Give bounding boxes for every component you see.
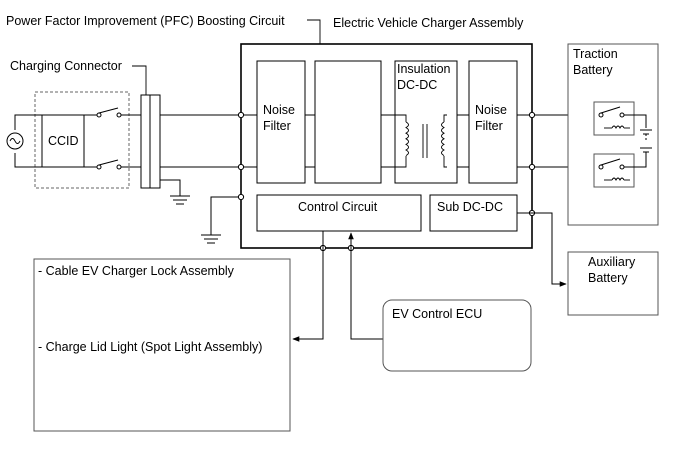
connector-ground-icon: [170, 195, 190, 205]
insulation-line1: Insulation: [397, 62, 451, 76]
assembly-ground-wire: [210, 196, 241, 235]
noise-filter-2-box: [468, 60, 518, 184]
traction-battery-line1: Traction: [573, 47, 618, 61]
traction-relay-top-icon: [593, 101, 640, 136]
charging-connector-label: Charging Connector: [10, 59, 122, 73]
connector-leader-line: [132, 65, 147, 95]
ecu-signal-wire: [350, 248, 383, 340]
sub-dcdc-box: [429, 194, 518, 232]
control-circuit-box: [256, 194, 422, 232]
cable-lock-label: - Cable EV Charger Lock Assembly: [38, 264, 235, 278]
control-circuit-label: Control Circuit: [298, 200, 378, 214]
ccid-box: [41, 114, 85, 168]
ccid-dashed-box: [34, 91, 130, 189]
ccid-relay-top-icon: [84, 107, 141, 118]
noise-filter-1-line2: Filter: [263, 119, 291, 133]
ev-control-ecu-label: EV Control ECU: [392, 307, 482, 321]
ccid-relay-bottom-icon: [84, 159, 141, 170]
insulation-line2: DC-DC: [397, 78, 437, 92]
charger-assembly-label: Electric Vehicle Charger Assembly: [333, 16, 524, 30]
traction-battery-line2: Battery: [573, 63, 613, 77]
pfc-box: [314, 60, 382, 184]
pfc-label: Power Factor Improvement (PFC) Boosting …: [6, 14, 285, 28]
sub-dcdc-label: Sub DC-DC: [437, 200, 503, 214]
ground-icon: [201, 234, 221, 244]
noise-filter-1-line1: Noise: [263, 103, 295, 117]
auxiliary-battery-box: [567, 251, 659, 316]
transformer-icon: [395, 114, 447, 168]
noise-filter-2-line1: Noise: [475, 103, 507, 117]
lock-light-output-wire: [292, 248, 324, 342]
traction-relay-bottom-icon: [593, 153, 640, 188]
ev-control-ecu-box: [382, 299, 532, 372]
noise-filter-2-line2: Filter: [475, 119, 503, 133]
auxiliary-battery-line1: Auxiliary: [588, 255, 636, 269]
connector-ground-wire: [160, 179, 181, 196]
auxiliary-battery-line2: Battery: [588, 271, 628, 285]
insulation-dcdc-box: [394, 60, 458, 184]
ccid-label: CCID: [48, 134, 79, 148]
noise-filter-1-box: [256, 60, 306, 184]
battery-cells-icon: [640, 114, 652, 168]
lock-and-lid-light-box: [33, 258, 291, 432]
aux-battery-wire: [517, 212, 567, 287]
charge-lid-label: - Charge Lid Light (Spot Light Assembly): [38, 340, 262, 354]
